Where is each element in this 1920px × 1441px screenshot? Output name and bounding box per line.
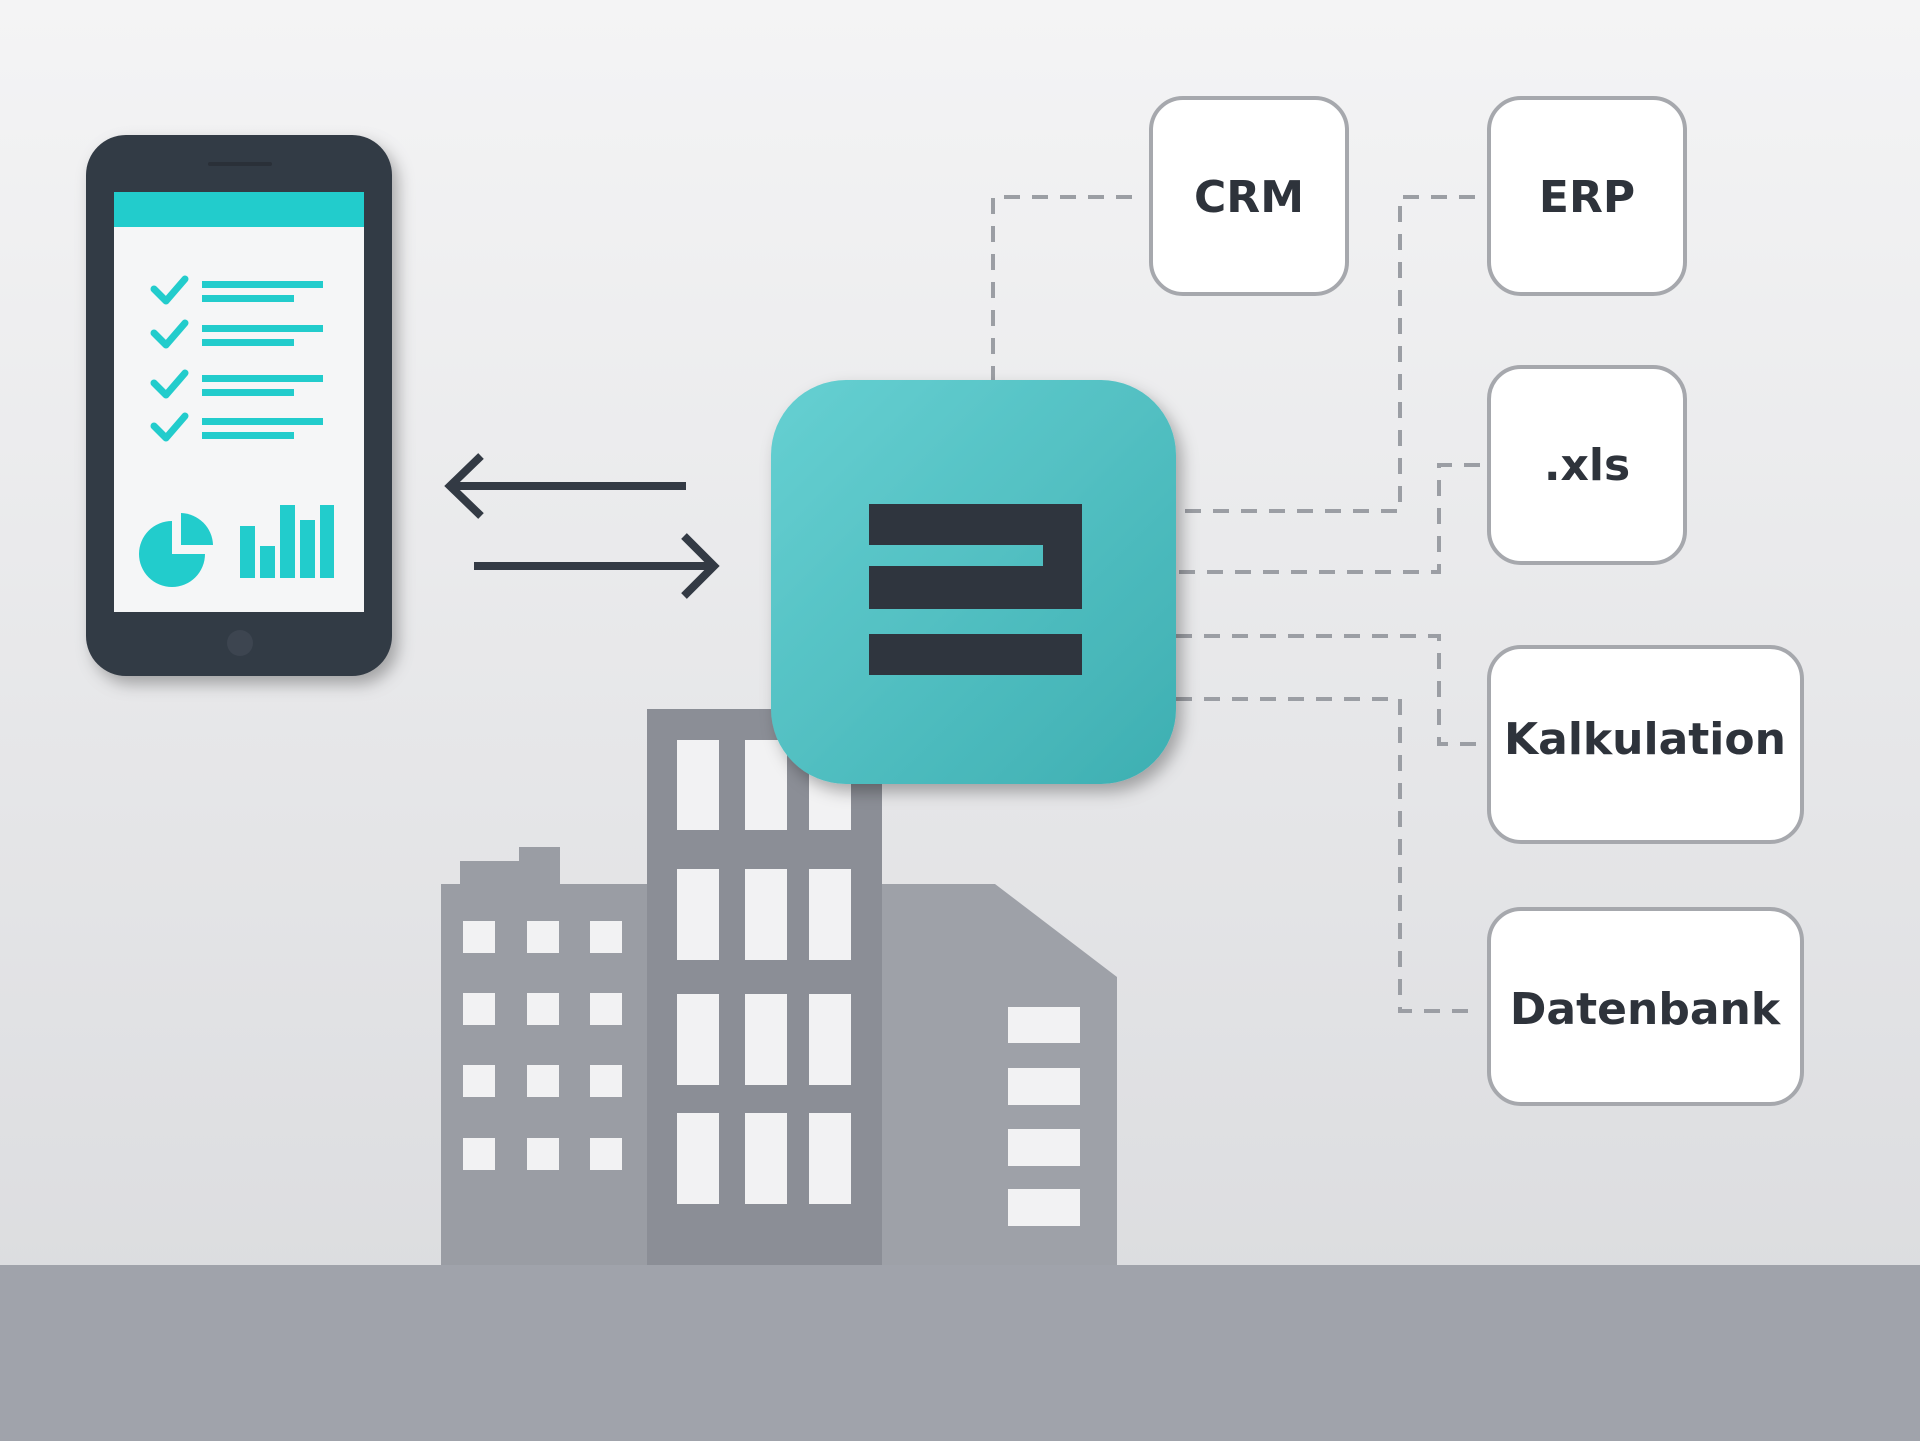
system-box-kalkulation: Kalkulation (1487, 645, 1804, 844)
connector-erp (1176, 195, 1475, 513)
left-building (441, 847, 647, 1265)
bar-chart-icon (240, 505, 334, 578)
sync-arrows-icon (444, 453, 720, 599)
connector-xls (1176, 463, 1480, 574)
arrow-left (444, 453, 686, 519)
right-building-windows (1008, 1007, 1080, 1226)
building-icon (441, 709, 1117, 1265)
system-box-xls: .xls (1487, 365, 1687, 565)
right-building (882, 884, 1117, 1265)
datenbank-label: Datenbank (1510, 984, 1782, 1035)
connector-datenbank (1176, 697, 1480, 1013)
speaker (208, 162, 272, 166)
connector-crm (991, 195, 1132, 380)
checklist-lines (202, 281, 323, 439)
connectors (991, 195, 1480, 1013)
system-box-crm: CRM (1149, 96, 1349, 296)
system-box-erp: ERP (1487, 96, 1687, 296)
app-logo-icon (771, 380, 1176, 784)
connector-kalkulation (1176, 634, 1480, 746)
pie-chart-icon (139, 513, 213, 587)
erp-label: ERP (1539, 172, 1635, 223)
tower-windows (677, 740, 851, 1204)
ground (0, 1265, 1920, 1441)
checklist-icon (150, 275, 189, 442)
kalkulation-label: Kalkulation (1504, 714, 1786, 765)
system-box-datenbank: Datenbank (1487, 907, 1804, 1106)
left-building-windows (463, 921, 622, 1170)
home-button (227, 630, 253, 656)
xls-label: .xls (1544, 440, 1630, 491)
crm-label: CRM (1194, 172, 1304, 223)
tablet-icon (86, 135, 392, 676)
screen-header (114, 192, 364, 227)
arrow-right (474, 533, 720, 599)
